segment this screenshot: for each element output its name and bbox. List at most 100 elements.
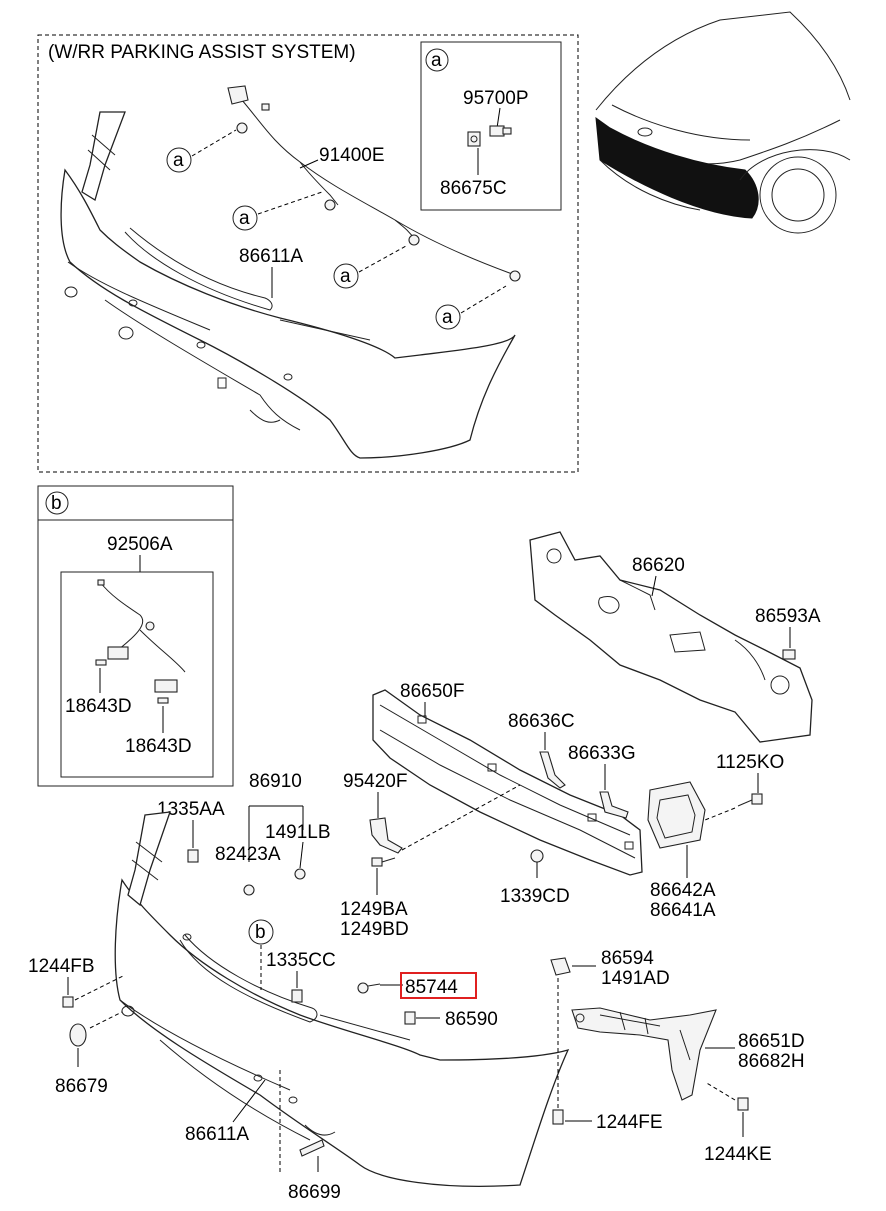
part-86910: 86910 [249, 771, 302, 792]
marker-b-lower: b [255, 922, 266, 943]
bumper-rail-86650F [372, 689, 643, 876]
leader-86611A-lower [232, 1079, 266, 1123]
marker-a-1: a [166, 129, 237, 173]
clip-1491LB-icon [294, 868, 306, 880]
bolt-1125KO-icon [737, 793, 763, 807]
clip-82423A-icon [243, 884, 255, 896]
highlight-box-85744 [400, 972, 477, 999]
part-86594: 86594 [601, 948, 654, 969]
part-86636C: 86636C [508, 711, 575, 732]
nut-1339CD-icon [530, 849, 544, 863]
axis-1244KE [704, 1081, 736, 1101]
license-lamp-section: b 92506A 18643D 18643D [37, 485, 234, 787]
part-95420F: 95420F [343, 771, 407, 792]
part-85744: 85744 [405, 977, 458, 998]
part-86699: 86699 [288, 1182, 341, 1203]
svg-text:a: a [239, 208, 250, 229]
bolt-1244KE-icon [737, 1097, 749, 1111]
marker-a-4: a [435, 285, 507, 330]
leader-1491LB [299, 841, 304, 869]
marker-a-3: a [333, 245, 407, 289]
part-95700P: 95700P [463, 88, 529, 109]
wiring-harness-91400E [227, 85, 521, 282]
part-86675C: 86675C [440, 178, 507, 199]
part-86593A: 86593A [755, 606, 821, 627]
axis-95420F [401, 784, 521, 851]
rear-bumper-lower-drawing [114, 811, 570, 1187]
bolt-1244FE-icon [552, 1109, 564, 1125]
part-1125KO: 1125KO [716, 752, 784, 773]
inset-a-circle [425, 48, 449, 72]
part-1491AD: 1491AD [601, 968, 670, 989]
part-1249BA: 1249BA [340, 899, 408, 920]
svg-text:a: a [442, 307, 453, 328]
part-1244FB: 1244FB [28, 956, 95, 977]
sensor-icon [467, 125, 512, 147]
section-b-circle [45, 491, 69, 515]
part-1249BD: 1249BD [340, 919, 409, 940]
part-91400E: 91400E [319, 145, 385, 166]
lower-exploded-view: 86620 86593A 86650F 86636C 86633G 1125KO [28, 531, 821, 1203]
bracket-86651D-icon [571, 1007, 717, 1101]
leader-86620 [651, 575, 657, 597]
cap-86679-icon [69, 1023, 87, 1047]
part-86633G: 86633G [568, 743, 636, 764]
part-86682H: 86682H [738, 1051, 805, 1072]
sensor-95420F-icon [369, 817, 403, 854]
inset-a-frame [420, 41, 562, 211]
bracket-86633G-icon [599, 791, 629, 819]
marker-b-lower-circle [248, 919, 274, 945]
screw-85744-icon [357, 982, 381, 994]
part-1491LB: 1491LB [265, 822, 331, 843]
part-86642A: 86642A [650, 880, 716, 901]
inset-a-marker: a [431, 50, 442, 71]
leader-86910 [248, 805, 304, 862]
rear-bumper-upper-drawing [60, 111, 516, 459]
axis-86679 [89, 1011, 123, 1029]
section-b-marker: b [51, 493, 62, 514]
energy-absorber-86620 [529, 531, 813, 743]
part-92506A: 92506A [107, 534, 173, 555]
part-1335CC: 1335CC [266, 950, 336, 971]
section-b-frame [37, 485, 234, 787]
clip-1335AA-icon [187, 849, 199, 863]
part-86651D: 86651D [738, 1031, 805, 1052]
part-1244FE: 1244FE [596, 1112, 663, 1133]
svg-text:a: a [173, 150, 184, 171]
leader-91400E [299, 159, 319, 169]
part-86650F: 86650F [400, 681, 464, 702]
license-lamp-wiring-icon [95, 579, 186, 704]
parking-assist-section: (W/RR PARKING ASSIST SYSTEM) a 95700P 86… [37, 34, 579, 473]
part-86611A-lower: 86611A [185, 1124, 249, 1145]
clip-86594-icon [550, 957, 571, 976]
bolt-1249BA-icon [371, 857, 396, 867]
part-1335AA: 1335AA [157, 799, 225, 820]
svg-text:a: a [340, 266, 351, 287]
section-b-inner-frame [60, 571, 214, 778]
part-18643D-1: 18643D [65, 696, 132, 717]
axis-1125KO [704, 807, 736, 821]
marker-a-2: a [232, 191, 323, 231]
part-86611A-upper: 86611A [239, 246, 303, 267]
leader-95700P [496, 107, 501, 129]
part-86590: 86590 [445, 1009, 498, 1030]
clip-86593A-icon [782, 649, 796, 660]
bracket-86636C-icon [539, 751, 566, 789]
bolt-86699-icon [299, 1139, 325, 1157]
car-thumbnail-icon [595, 11, 851, 234]
bracket-86642A-icon [647, 781, 706, 849]
part-1339CD: 1339CD [500, 886, 570, 907]
part-18643D-2: 18643D [125, 736, 192, 757]
part-86641A: 86641A [650, 900, 716, 921]
clip-1335CC-icon [291, 989, 303, 1003]
part-1244KE: 1244KE [704, 1144, 772, 1165]
parking-assist-dashed-frame [37, 34, 579, 473]
axis-1244FB [74, 974, 126, 1001]
part-86620: 86620 [632, 555, 685, 576]
parking-assist-title: (W/RR PARKING ASSIST SYSTEM) [48, 42, 356, 63]
part-82423A: 82423A [215, 844, 281, 865]
grommet-86590-icon [404, 1011, 416, 1025]
bolt-1244FB-icon [62, 996, 74, 1008]
part-86679: 86679 [55, 1076, 108, 1097]
